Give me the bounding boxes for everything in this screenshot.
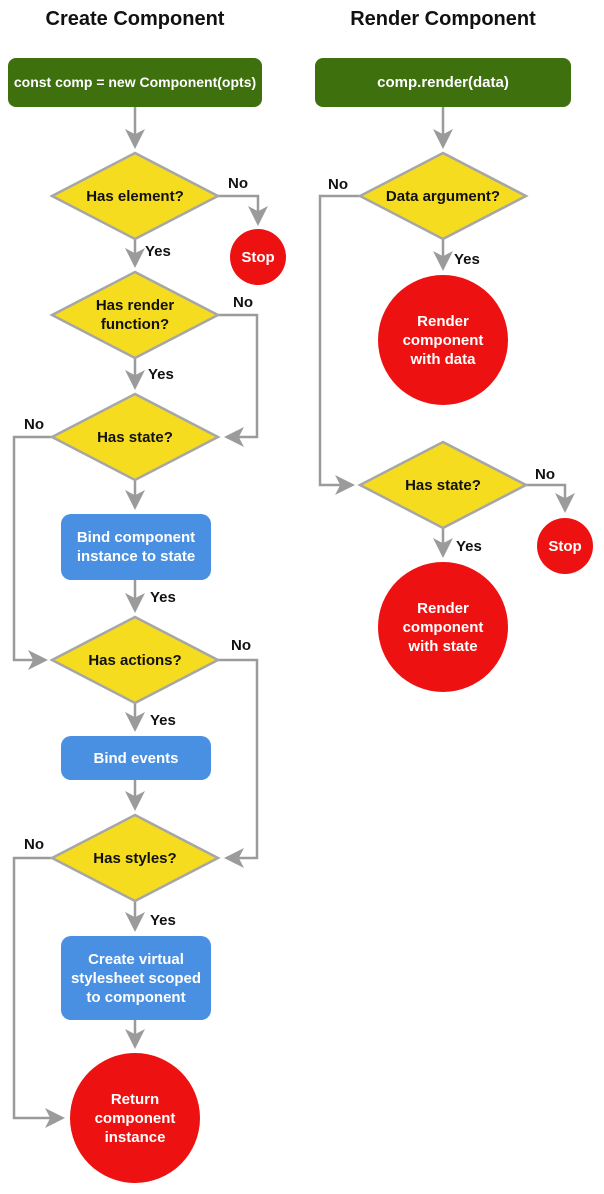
has-styles-diamond	[49, 813, 221, 903]
edge-render-has-state-no	[526, 483, 575, 513]
data-argument-diamond	[357, 151, 529, 241]
render-has-state-diamond	[357, 440, 529, 530]
bind-events-node	[61, 736, 211, 780]
bind-state-node	[61, 514, 211, 580]
edge-has-element-no	[218, 194, 268, 226]
render-with-data-node	[378, 275, 508, 405]
has-element-diamond	[49, 151, 221, 241]
edge-has-render-no	[218, 313, 259, 447]
edge-has-styles-no	[12, 856, 65, 1128]
has-render-function-diamond	[49, 270, 221, 360]
stop-node-render	[537, 518, 593, 574]
edge-has-actions-no	[218, 658, 259, 868]
has-state-diamond	[49, 392, 221, 482]
render-start-node	[315, 58, 571, 107]
return-instance-node	[70, 1053, 200, 1183]
has-actions-diamond	[49, 615, 221, 705]
edge-has-state-no	[12, 435, 52, 670]
edge-data-argument-no	[318, 194, 360, 495]
create-stylesheet-node	[61, 936, 211, 1020]
create-start-node	[8, 58, 262, 107]
stop-node-create	[230, 229, 286, 285]
render-with-state-node	[378, 562, 508, 692]
